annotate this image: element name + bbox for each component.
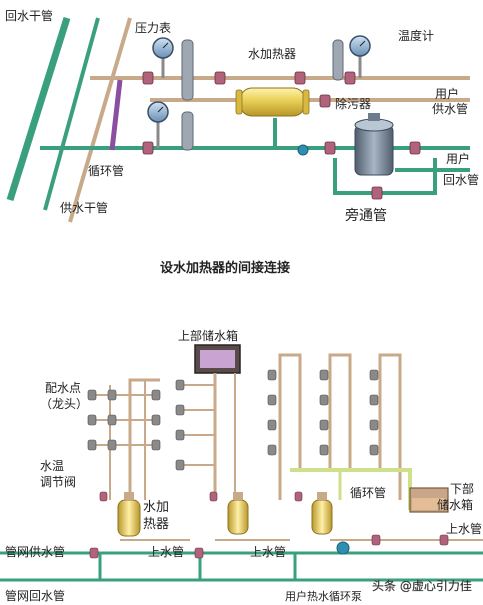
- label-circulation-pipe: 循环管: [88, 163, 124, 178]
- label-user-return-2: 回水管: [443, 172, 479, 187]
- faucet-icon: [87, 369, 379, 471]
- thermometer-column: [332, 39, 344, 81]
- valve-icon-bottom: [89, 491, 449, 559]
- label-water-points-2: （龙头）: [40, 397, 88, 411]
- label-user-supply-2: 供水管: [432, 101, 468, 116]
- label-supply-main: 供水干管: [60, 200, 108, 215]
- circulation-pump-icon: [336, 541, 350, 555]
- loop-tan-1: [278, 353, 302, 500]
- water-heater-1: [117, 492, 141, 537]
- label-pressure-gauge: 压力表: [135, 21, 171, 35]
- water-heater-3: [311, 492, 333, 535]
- label-heater-1: 水加: [143, 500, 169, 515]
- upper-tank-inner: [200, 350, 235, 368]
- gauge-icon-lower: [147, 101, 169, 148]
- gauge-column-lower: [181, 111, 194, 151]
- label-user-supply-1: 用户: [435, 86, 459, 101]
- small-pump-icon: [297, 144, 309, 156]
- return-main-pipe: [6, 16, 71, 202]
- label-circulation-pipe-bottom: 循环管: [350, 485, 386, 500]
- label-inlet-pipe-b: 上水管: [250, 544, 286, 559]
- label-pump: 用户热水循环泵: [285, 589, 362, 603]
- label-temp-valve-1: 水温: [40, 459, 64, 473]
- label-inlet-pipe-a: 上水管: [148, 544, 184, 559]
- diagram-caption: 设水加热器的间接连接: [160, 260, 290, 276]
- label-water-points-1: 配水点: [45, 381, 81, 395]
- dirt-separator-tank: [354, 113, 394, 176]
- heater-1-risers: [128, 378, 160, 500]
- label-thermometer: 温度计: [398, 28, 434, 43]
- label-heater-2: 热器: [143, 517, 169, 532]
- water-heater-top: [235, 87, 310, 117]
- tan-main-pipe: [68, 17, 132, 223]
- pressure-gauge-icon: [152, 37, 174, 78]
- label-dirt-separator: 除污器: [335, 96, 371, 111]
- loop-tan-3: [378, 353, 402, 500]
- label-inlet-pipe-c: 上水管: [446, 521, 482, 536]
- label-upper-tank: 上部储水箱: [178, 328, 238, 343]
- top-diagram: 回水干管 压力表 水加热器 温度计 用户 供水管 除污器 循环管 用户 回水管 …: [5, 8, 479, 276]
- circulation-pipe-purple: [109, 79, 123, 151]
- bottom-diagram: 上部储水箱 配水点 （龙头） 水温 调节阀 水加 热器 上水管 上水管 循环管 …: [0, 328, 483, 603]
- loop-tan-2: [328, 353, 352, 470]
- water-heater-2: [227, 492, 249, 535]
- lower-tank-water: [412, 498, 446, 510]
- label-bypass-pipe: 旁通管: [345, 207, 387, 224]
- label-temp-valve-2: 调节阀: [40, 475, 76, 489]
- bypass-pipe: [333, 158, 437, 195]
- label-water-heater: 水加热器: [248, 47, 296, 61]
- pressure-gauge-column: [181, 39, 194, 101]
- label-return-main: 回水干管: [5, 8, 53, 23]
- thermometer-icon: [349, 35, 371, 78]
- label-net-return: 管网回水管: [5, 588, 65, 603]
- supply-main-pipe-top: [43, 17, 100, 211]
- watermark: 头条 @虚心引力佳: [372, 579, 472, 593]
- label-lower-tank-2: 储水箱: [437, 497, 473, 512]
- label-user-return-1: 用户: [446, 151, 470, 166]
- valve-icon: [142, 71, 421, 200]
- label-net-supply: 管网供水管: [5, 544, 65, 559]
- label-lower-tank-1: 下部: [450, 481, 474, 496]
